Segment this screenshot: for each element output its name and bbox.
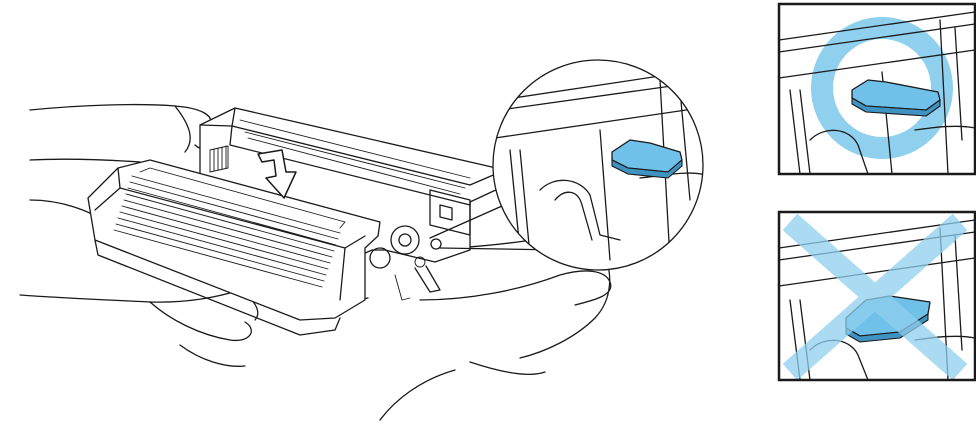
left-arm-top (29, 103, 228, 163)
toner-cartridge (87, 159, 381, 336)
cross-ng-icon (782, 213, 968, 380)
incorrect-position-panel (777, 210, 976, 382)
circle-ok-icon (811, 17, 953, 159)
toner-ribs (113, 167, 346, 288)
latch-tab (611, 139, 683, 179)
push-down-arrow-icon (257, 149, 297, 199)
correct-position-panel (777, 2, 976, 176)
main-view (19, 103, 612, 421)
zoom-callout (492, 59, 704, 271)
drum-roller (209, 145, 229, 173)
